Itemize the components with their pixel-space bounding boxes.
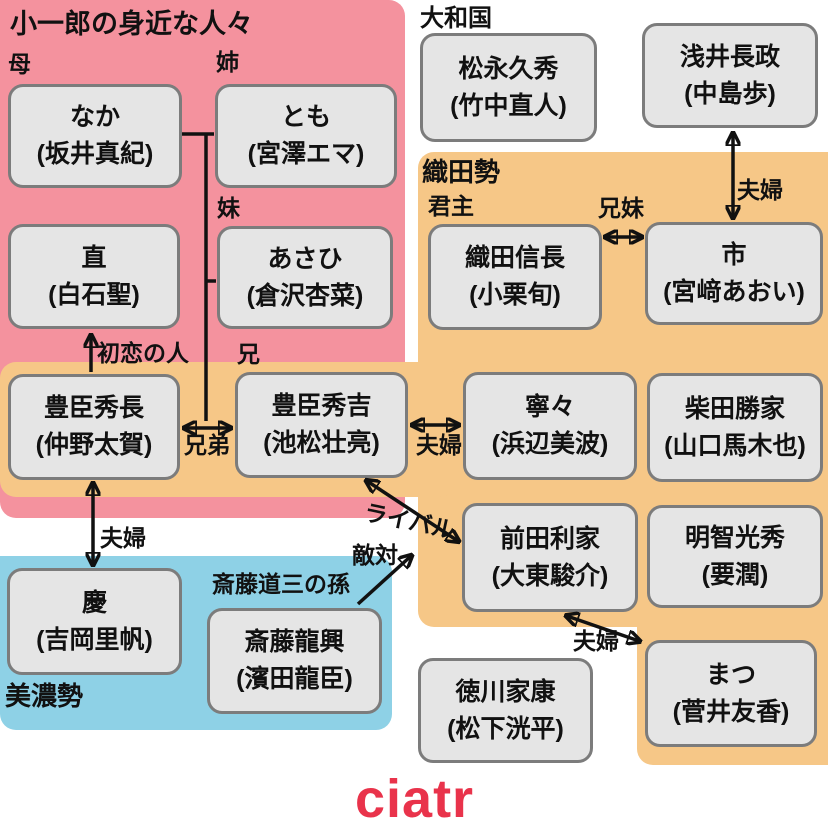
label-couple-hidenaga-kei: 夫婦	[100, 525, 146, 551]
person-actor: (濱田龍臣)	[236, 665, 353, 693]
label-brothers: 兄弟	[184, 432, 230, 458]
label-siblings: 兄妹	[598, 195, 644, 221]
region-title-family: 小一郎の身近な人々	[10, 9, 253, 39]
ciatr-logo: ciatr	[355, 769, 475, 828]
person-actor: (倉沢杏菜)	[246, 281, 364, 310]
person-box-akechi: 明智光秀 (要潤)	[647, 505, 823, 608]
person-actor: (宮澤エマ)	[247, 140, 365, 168]
label-first-love: 初恋の人	[97, 340, 189, 366]
person-name: 徳川家康	[455, 677, 556, 706]
label-couple-ichi-azai: 夫婦	[737, 177, 783, 203]
label-saito-grandson: 斎藤道三の孫	[212, 571, 350, 597]
person-name: とも	[280, 103, 331, 131]
person-actor: (仲野太賀)	[35, 431, 153, 459]
person-name: 慶	[81, 588, 107, 617]
person-actor: (白石聖)	[48, 280, 140, 309]
person-box-maeda: 前田利家 (大東駿介)	[462, 503, 638, 612]
person-box-saito: 斎藤龍興 (濱田龍臣)	[207, 608, 382, 714]
person-actor: (浜辺美波)	[491, 430, 609, 458]
arrow-couple-maeda-matsu	[567, 616, 639, 641]
person-name: あさひ	[267, 244, 343, 273]
person-name: 豊臣秀吉	[271, 392, 372, 420]
person-box-shibata: 柴田勝家 (山口馬木也)	[647, 373, 823, 482]
person-actor: (中島歩)	[684, 79, 776, 108]
label-elder-sister: 姉	[216, 49, 239, 75]
person-box-kei: 慶 (吉岡里帆)	[7, 568, 182, 675]
person-name: 斎藤龍興	[244, 628, 345, 656]
region-title-yamato: 大和国	[420, 5, 492, 32]
person-actor: (要潤)	[701, 560, 769, 589]
person-name: 寧々	[524, 393, 575, 421]
person-actor: (吉岡里帆)	[36, 625, 153, 654]
person-actor: (大東駿介)	[491, 561, 609, 590]
region-title-mino: 美濃勢	[5, 681, 84, 711]
person-box-nobunaga: 織田信長 (小栗旬)	[428, 224, 602, 330]
person-actor: (山口馬木也)	[664, 431, 806, 460]
person-box-tokugawa: 徳川家康 (松下洸平)	[418, 658, 593, 763]
person-name: 豊臣秀長	[43, 394, 144, 422]
person-actor: (池松壮亮)	[263, 429, 380, 457]
person-box-azai: 浅井長政 (中島歩)	[642, 23, 818, 128]
person-box-nao: 直 (白石聖)	[8, 224, 180, 329]
person-box-naka: なか (坂井真紀)	[8, 84, 182, 188]
person-name: なか	[69, 103, 120, 131]
arrow-rival	[367, 481, 458, 541]
person-name: 直	[81, 243, 107, 272]
label-mother: 母	[8, 51, 31, 77]
region-title-oda: 織田勢	[422, 157, 501, 187]
person-box-ichi: 市 (宮﨑あおい)	[645, 222, 823, 325]
person-actor: (坂井真紀)	[36, 140, 154, 168]
label-lord: 君主	[428, 193, 474, 219]
person-box-asahi: あさひ (倉沢杏菜)	[217, 226, 393, 329]
person-name: まつ	[705, 660, 756, 689]
person-name: 松永久秀	[458, 54, 559, 83]
person-actor: (小栗旬)	[469, 281, 561, 309]
person-name: 前田利家	[499, 524, 600, 553]
person-actor: (松下洸平)	[447, 714, 564, 743]
person-actor: (菅井友香)	[672, 697, 790, 726]
label-younger-sister: 妹	[217, 195, 240, 221]
arrow-hostile	[356, 556, 411, 606]
person-name: 明智光秀	[684, 523, 785, 552]
person-name: 柴田勝家	[684, 394, 785, 423]
person-box-nene: 寧々 (浜辺美波)	[463, 372, 637, 480]
person-actor: (竹中直人)	[450, 91, 567, 120]
person-box-hidenaga: 豊臣秀長 (仲野太賀)	[8, 374, 180, 480]
person-name: 市	[721, 240, 747, 269]
person-actor: (宮﨑あおい)	[663, 277, 805, 306]
label-hostile: 敵対	[352, 542, 398, 568]
person-box-matsunaga: 松永久秀 (竹中直人)	[420, 33, 597, 142]
label-couple-hideyoshi-nene: 夫婦	[416, 432, 462, 458]
person-name: 浅井長政	[679, 42, 780, 71]
person-box-hideyoshi: 豊臣秀吉 (池松壮亮)	[235, 372, 408, 478]
person-name: 織田信長	[464, 244, 565, 272]
person-box-matsu: まつ (菅井友香)	[645, 640, 817, 747]
person-box-tomo: とも (宮澤エマ)	[215, 84, 397, 188]
label-elder-brother: 兄	[237, 341, 260, 367]
label-couple-maeda-matsu: 夫婦	[573, 628, 619, 654]
